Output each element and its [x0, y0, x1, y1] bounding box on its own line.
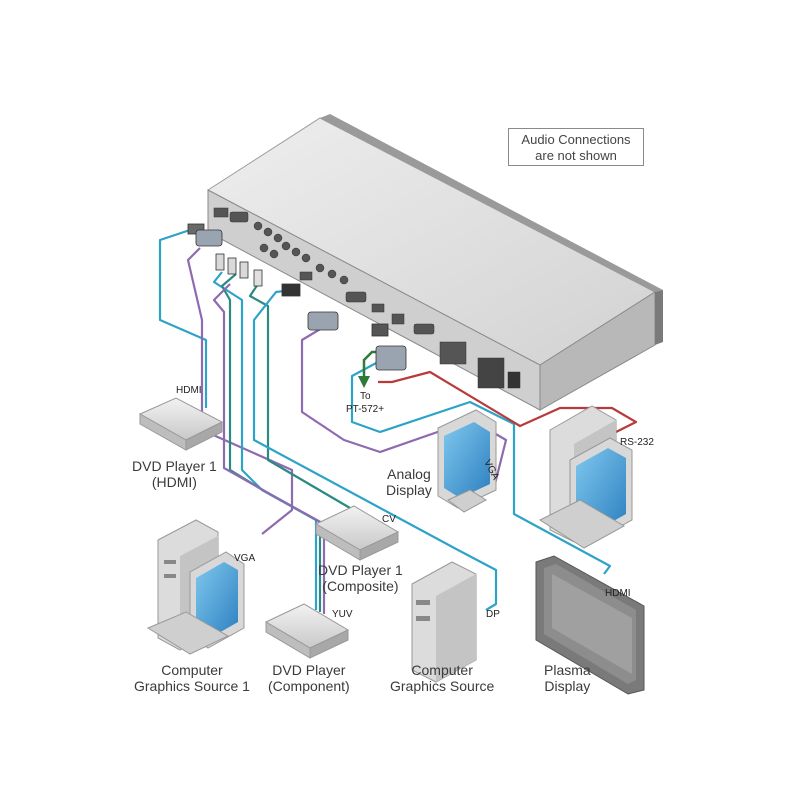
- computer-1: [146, 519, 245, 655]
- cable-vga-out: [300, 327, 508, 489]
- label-dvd-component: DVD Player (Component): [268, 662, 350, 695]
- cable-hdmi-out: [350, 361, 612, 575]
- port-label-pt572: PT-572+: [346, 404, 385, 415]
- port-label-rs232: RS-232: [620, 437, 654, 448]
- dvd-player-component: [264, 603, 350, 659]
- label-dvd-hdmi: DVD Player 1 (HDMI): [132, 458, 217, 491]
- label-computer-1: Computer Graphics Source 1: [134, 662, 250, 695]
- port-label-hdmi-in: HDMI: [176, 385, 202, 396]
- label-analog-display: Analog Display: [386, 466, 432, 499]
- audio-note-line2: are not shown: [535, 148, 617, 163]
- label-dvd-composite: DVD Player 1 (Composite): [318, 562, 403, 595]
- dvd-player-composite: [314, 505, 400, 561]
- port-label-yuv: YUV: [332, 609, 353, 620]
- audio-note: Audio Connections are not shown: [508, 128, 644, 166]
- cable-rs232: [378, 370, 638, 433]
- port-label-hdmi-out: HDMI: [605, 588, 631, 599]
- cable-dp: [252, 288, 498, 611]
- label-computer-dp: Computer Graphics Source: [390, 662, 495, 695]
- computer-rs232: [538, 405, 633, 549]
- port-label-to: To: [360, 391, 371, 402]
- switcher-unit: [207, 114, 663, 411]
- port-label-vga-in: VGA: [234, 553, 256, 564]
- label-plasma-display: Plasma Display: [544, 662, 591, 695]
- port-label-dp: DP: [486, 609, 500, 620]
- audio-note-line1: Audio Connections: [521, 132, 631, 147]
- port-label-cv: CV: [382, 514, 396, 525]
- analog-display: [437, 409, 497, 513]
- computer-dp: [411, 561, 477, 683]
- plasma-display: [535, 555, 645, 695]
- plugs: [187, 223, 407, 371]
- dvd-player-hdmi: [138, 397, 224, 451]
- cable-hdmi-in: [158, 226, 208, 408]
